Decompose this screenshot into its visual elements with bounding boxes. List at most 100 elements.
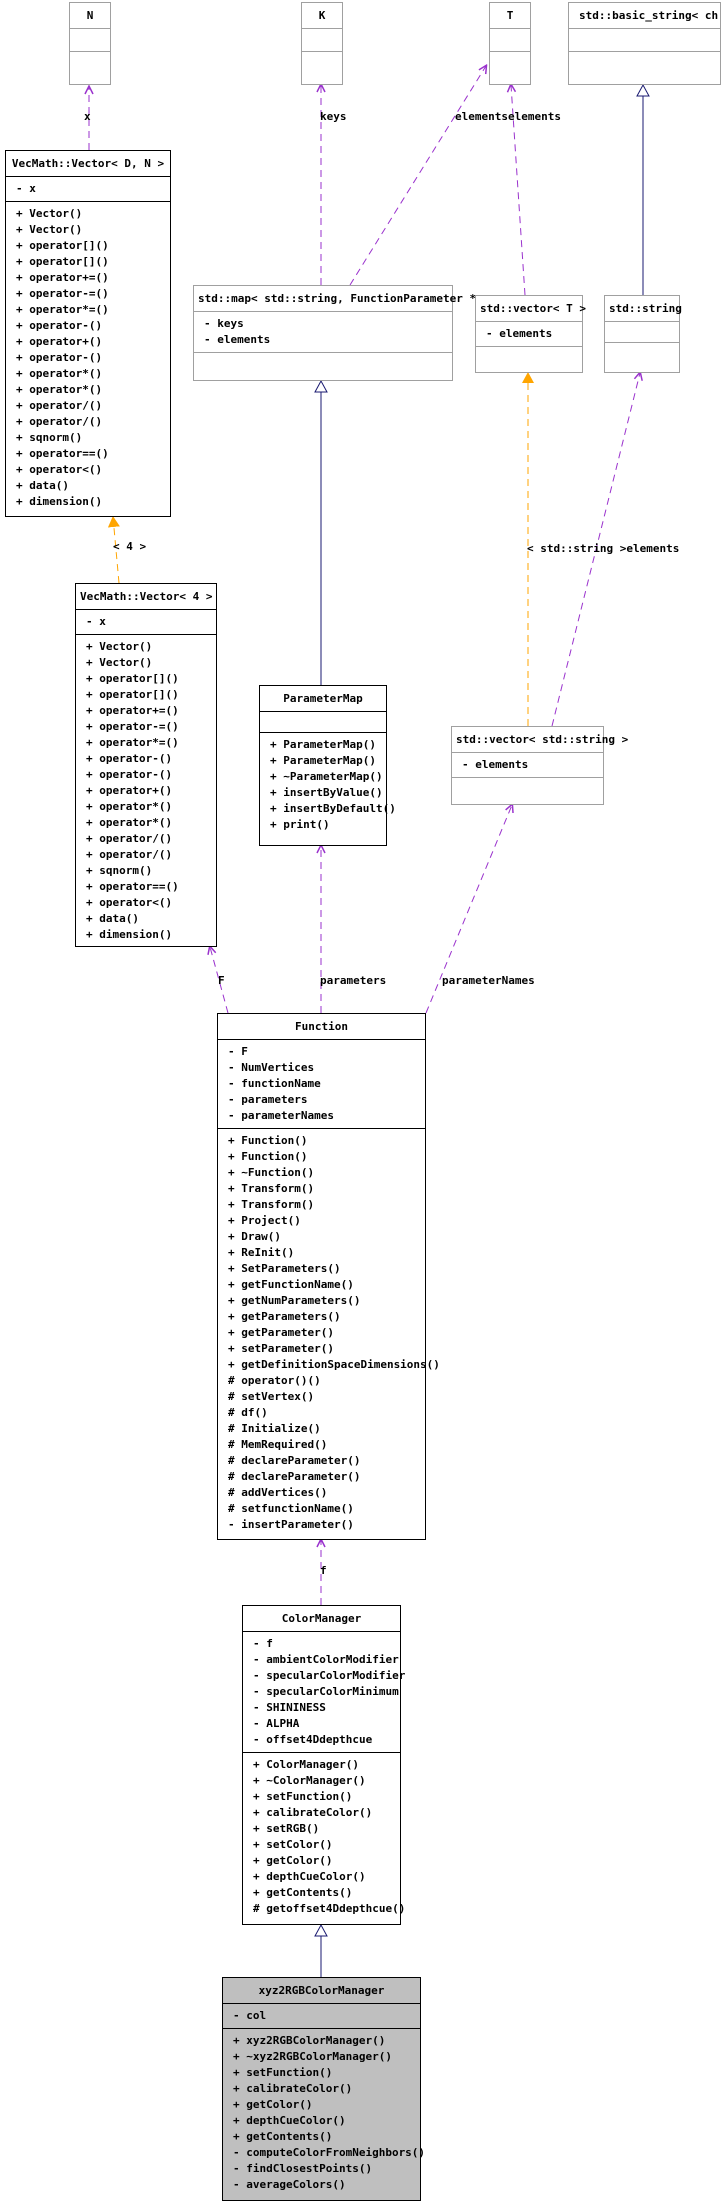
methods-section (476, 347, 582, 367)
class-title: ParameterMap (260, 686, 386, 712)
attribute: - parameterNames (228, 1109, 334, 1122)
attribute: - ALPHA (253, 1717, 300, 1730)
class-std-vector-t[interactable]: std::vector< T > - elements (475, 295, 586, 373)
method: + data() (16, 479, 69, 492)
class-title: T (490, 3, 530, 29)
method: # addVertices() (228, 1486, 328, 1499)
methods-section: + xyz2RGBColorManager() + ~xyz2RGBColorM… (223, 2029, 425, 2197)
method: + getParameters() (228, 1310, 341, 1323)
edge-parameterNames (425, 805, 512, 1014)
method: + dimension() (86, 928, 173, 941)
class-title: std::string (605, 296, 682, 322)
method: + Transform() (228, 1198, 315, 1211)
attribute: - x (16, 182, 36, 195)
method: + operator==() (16, 447, 109, 460)
method: + Vector() (16, 207, 83, 220)
method: # MemRequired() (228, 1438, 328, 1451)
class-N[interactable]: N (69, 2, 111, 85)
methods-section (490, 52, 530, 74)
class-title: ColorManager (243, 1606, 400, 1632)
method: + calibrateColor() (233, 2082, 353, 2095)
method: + ~xyz2RGBColorManager() (233, 2050, 392, 2063)
edge-label-parameters: parameters (320, 974, 387, 987)
method: + getContents() (253, 1886, 353, 1899)
method: + operator/() (16, 415, 103, 428)
method: + operator-=() (86, 720, 179, 733)
attribute: - specularColorModifier (253, 1669, 406, 1682)
method: + operator<() (86, 896, 173, 909)
attribute: - elements (462, 758, 529, 771)
method: + operator+=() (16, 271, 109, 284)
method: + dimension() (16, 495, 103, 508)
methods-section (605, 343, 679, 363)
method: + operator-() (16, 319, 103, 332)
attributes-section (490, 29, 530, 52)
class-T[interactable]: T (489, 2, 531, 85)
method: + print() (270, 818, 330, 831)
method: + Function() (228, 1150, 308, 1163)
attribute: - ambientColorModifier (253, 1653, 399, 1666)
class-function[interactable]: Function - F - NumVertices - functionNam… (217, 1013, 440, 1540)
class-colormanager[interactable]: ColorManager - f - ambientColorModifier … (242, 1605, 406, 1925)
method: + getNumParameters() (228, 1294, 361, 1307)
edge-label-keys: keys (320, 110, 347, 123)
attributes-section: - elements (476, 322, 582, 347)
attributes-section: - f - ambientColorModifier - specularCol… (243, 1632, 406, 1753)
method: # getoffset4Ddepthcue() (253, 1902, 406, 1915)
class-vecmath-vector-d-n[interactable]: VecMath::Vector< D, N > - x + Vector() +… (5, 150, 171, 517)
method: + operator/() (16, 399, 103, 412)
method: + operator[]() (86, 688, 179, 701)
method: + operator[]() (16, 255, 109, 268)
class-title: std::basic_string< ch (569, 3, 720, 29)
method: # df() (228, 1406, 268, 1419)
method: + getColor() (253, 1854, 333, 1867)
methods-section (302, 52, 342, 74)
attribute: - elements (204, 333, 271, 346)
class-title: VecMath::Vector< D, N > (6, 151, 170, 177)
method: + operator-() (16, 351, 103, 364)
methods-section: + Vector() + Vector() + operator[]() + o… (76, 635, 216, 947)
class-std-string[interactable]: std::string (604, 295, 682, 373)
class-K[interactable]: K (301, 2, 343, 85)
method: + Transform() (228, 1182, 315, 1195)
method: + operator-() (86, 752, 173, 765)
method: + operator/() (86, 848, 173, 861)
attribute: - col (233, 2009, 267, 2022)
attributes-section: - col (223, 2004, 420, 2029)
methods-section: + ColorManager() + ~ColorManager() + set… (243, 1753, 406, 1921)
class-vecmath-vector-4[interactable]: VecMath::Vector< 4 > - x + Vector() + Ve… (75, 583, 217, 947)
attributes-section (70, 29, 110, 52)
class-title: std::vector< T > (476, 296, 586, 322)
method: + SetParameters() (228, 1262, 341, 1275)
class-std-basic-string[interactable]: std::basic_string< ch (568, 2, 721, 85)
method: + getParameter() (228, 1326, 334, 1339)
class-std-map[interactable]: std::map< std::string, FunctionParameter… (193, 285, 489, 381)
methods-section: + ParameterMap() + ParameterMap() + ~Par… (260, 733, 396, 837)
method: + getFunctionName() (228, 1278, 354, 1291)
methods-section: + Function() + Function() + ~Function() … (218, 1129, 440, 1537)
class-parametermap[interactable]: ParameterMap + ParameterMap() + Paramete… (259, 685, 396, 846)
method: + setColor() (253, 1838, 333, 1851)
method: - averageColors() (233, 2178, 346, 2191)
method: + ParameterMap() (270, 754, 376, 767)
attributes-section: - x (6, 177, 170, 202)
class-title: Function (218, 1014, 425, 1040)
class-xyz2rgbcolormanager[interactable]: xyz2RGBColorManager - col + xyz2RGBColor… (222, 1977, 425, 2201)
method: + operator*() (86, 800, 173, 813)
attribute: - offset4Ddepthcue (253, 1733, 373, 1746)
method: # operator()() (228, 1374, 321, 1387)
attribute: - elements (486, 327, 553, 340)
method: + sqnorm() (86, 864, 153, 877)
edge-label-elementselements: elementselements (455, 110, 561, 123)
edge-label-parameterNames: parameterNames (442, 974, 535, 987)
method: + insertByValue() (270, 786, 383, 799)
method: + depthCueColor() (233, 2114, 346, 2127)
class-std-vector-string[interactable]: std::vector< std::string > - elements (451, 726, 628, 805)
method: + Vector() (16, 223, 83, 236)
methods-section (452, 778, 603, 798)
attribute: - parameters (228, 1093, 308, 1106)
attributes-section (260, 712, 386, 733)
methods-section (194, 353, 452, 373)
method: + Draw() (228, 1230, 281, 1243)
method: + operator/() (86, 832, 173, 845)
